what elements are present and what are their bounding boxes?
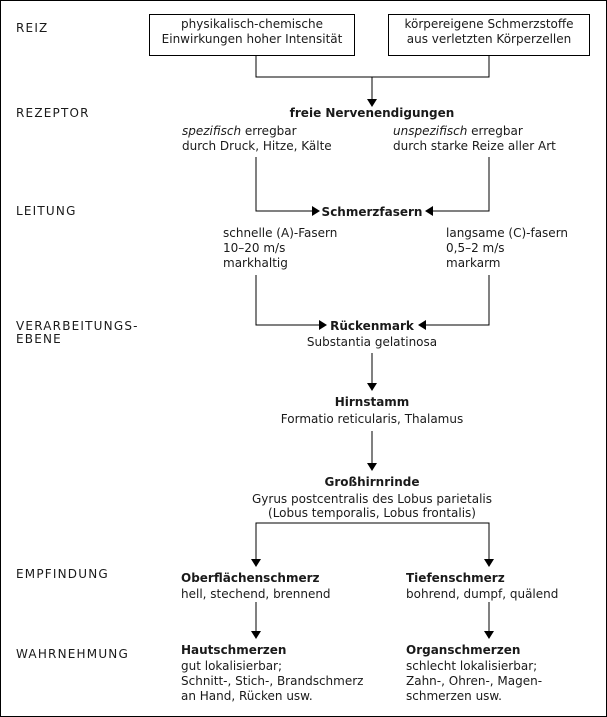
- receptor-left-line2: durch Druck, Hitze, Kälte: [182, 139, 332, 153]
- conduction-title: Schmerzfasern: [321, 205, 423, 219]
- arrowhead-sensation-left: [251, 559, 261, 567]
- arrowhead-perception-left: [251, 631, 261, 639]
- perception-organ-line3: schmerzen usw.: [406, 689, 502, 703]
- level-empfindung: EMPFINDUNG: [16, 567, 109, 581]
- arrowhead-receptor: [367, 99, 377, 107]
- arrowhead-spinal-right: [418, 320, 426, 330]
- perception-skin-title: Hautschmerzen: [181, 643, 287, 657]
- connector-cortex-split: [255, 522, 490, 559]
- cortex-sub1: Gyrus postcentralis des Lobus parietalis: [251, 492, 493, 506]
- receptor-title: freie Nervenendigungen: [289, 106, 455, 120]
- arrowhead-spinal-left: [319, 320, 327, 330]
- spinal-cord-sub: Substantia gelatinosa: [306, 335, 438, 349]
- level-verarbeitung-line1: VERARBEITUNGS-: [16, 319, 139, 333]
- perception-skin-line2: Schnitt-, Stich-, Brandschmerz: [181, 674, 364, 688]
- fiber-fast-line3: markhaltig: [223, 256, 288, 270]
- arrowhead-sensation-right: [484, 559, 494, 567]
- level-rezeptor: REZEPTOR: [16, 106, 90, 120]
- spinal-cord-title: Rückenmark: [330, 319, 414, 333]
- connector-fibers-right: [426, 275, 490, 326]
- perception-skin-line1: gut lokalisierbar;: [181, 659, 283, 673]
- cortex-sub2: (Lobus temporalis, Lobus frontalis): [268, 506, 476, 520]
- connector-stimulus: [255, 55, 490, 78]
- perception-organ-title: Organschmerzen: [406, 643, 521, 657]
- sensation-deep-sub: bohrend, dumpf, quälend: [406, 587, 559, 601]
- receptor-left-emphasis: spezifisch: [182, 124, 242, 138]
- receptor-right-rest: erregbar: [467, 124, 523, 138]
- level-wahrnehmung: WAHRNEHMUNG: [16, 647, 129, 661]
- fiber-slow-line2: 0,5–2 m/s: [446, 241, 505, 255]
- receptor-left-rest: erregbar: [241, 124, 297, 138]
- fiber-fast-line2: 10–20 m/s: [223, 241, 286, 255]
- arrowhead-brainstem: [367, 383, 377, 391]
- fiber-fast-line1: schnelle (A)-Fasern: [223, 226, 338, 240]
- stimulus-left-line1: physikalisch-chemische: [181, 17, 323, 31]
- brainstem-title: Hirnstamm: [334, 395, 410, 409]
- stimulus-box-left: physikalisch-chemische Einwirkungen hohe…: [149, 14, 355, 56]
- receptor-right-emphasis: unspezifisch: [393, 124, 468, 138]
- stimulus-right-line2: aus verletzten Körperzellen: [406, 32, 572, 46]
- sensation-surface-title: Oberflächenschmerz: [181, 571, 320, 585]
- perception-organ-line1: schlecht lokalisierbar;: [406, 659, 538, 673]
- sensation-surface-sub: hell, stechend, brennend: [181, 587, 331, 601]
- receptor-left-line1: spezifisch erregbar: [182, 124, 297, 138]
- arrowhead-cortex: [367, 463, 377, 471]
- arrowhead-perception-right: [484, 631, 494, 639]
- perception-skin-line3: an Hand, Rücken usw.: [181, 689, 313, 703]
- connector-receptor-right: [433, 157, 490, 212]
- fiber-slow-line1: langsame (C)-fasern: [446, 226, 569, 240]
- arrowhead-fibers-right: [425, 206, 433, 216]
- connector-receptor-left: [255, 157, 312, 212]
- level-leitung: LEITUNG: [16, 204, 77, 218]
- connector-fibers-left: [255, 275, 319, 326]
- perception-organ-line2: Zahn-, Ohren-, Magen-: [406, 674, 543, 688]
- arrowhead-fibers-left: [312, 206, 320, 216]
- level-reiz: REIZ: [16, 21, 49, 35]
- stimulus-right-line1: körpereigene Schmerzstoffe: [404, 17, 574, 31]
- receptor-right-line1: unspezifisch erregbar: [393, 124, 523, 138]
- cortex-title: Großhirnrinde: [324, 475, 420, 489]
- brainstem-sub: Formatio reticularis, Thalamus: [280, 412, 464, 426]
- level-verarbeitung-line2: EBENE: [16, 332, 62, 346]
- receptor-right-line2: durch starke Reize aller Art: [393, 139, 556, 153]
- sensation-deep-title: Tiefenschmerz: [406, 571, 505, 585]
- stimulus-box-right: körpereigene Schmerzstoffe aus verletzte…: [388, 14, 590, 56]
- stimulus-left-line2: Einwirkungen hoher Intensität: [161, 32, 343, 46]
- fiber-slow-line3: markarm: [446, 256, 501, 270]
